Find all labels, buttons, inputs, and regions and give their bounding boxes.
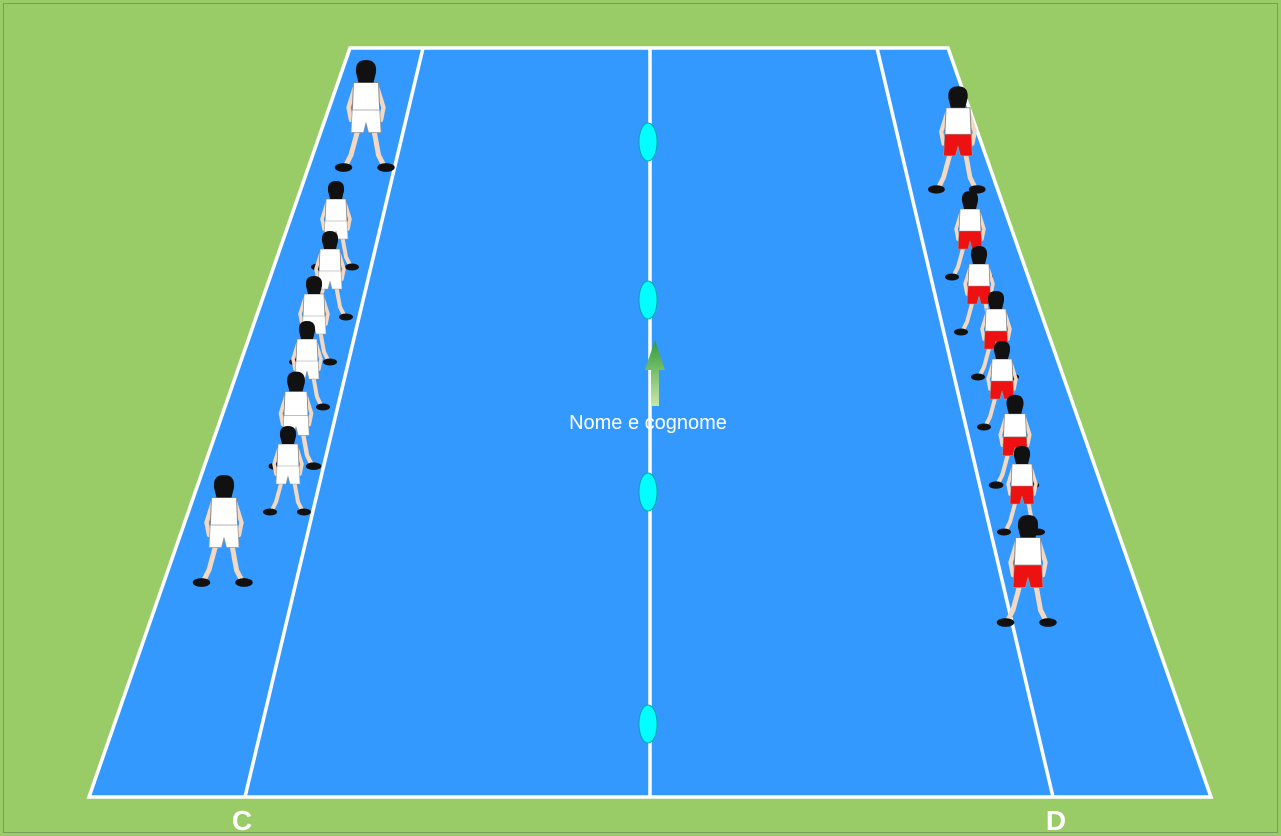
corner-label-right: D: [1046, 805, 1066, 836]
cone-marker-icon: [639, 123, 657, 161]
cone-marker-icon: [639, 705, 657, 743]
center-label: Nome e cognome: [569, 412, 727, 434]
corner-label-left: C: [232, 805, 252, 836]
cone-marker-icon: [639, 281, 657, 319]
cone-marker-icon: [639, 473, 657, 511]
